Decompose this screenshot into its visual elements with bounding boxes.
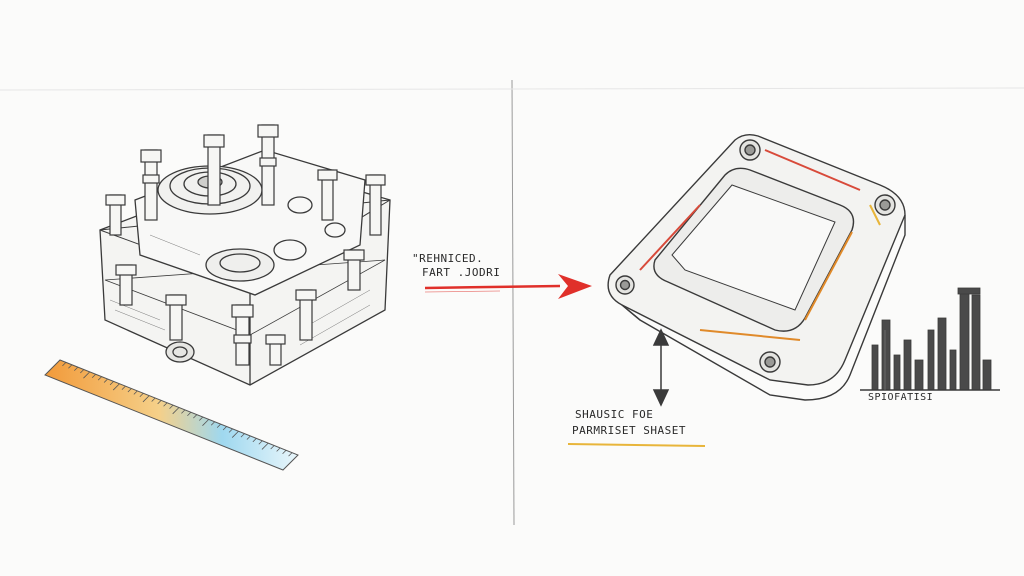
ruler-tick <box>246 435 251 440</box>
ruler-tick <box>127 388 132 393</box>
ruler-tick <box>216 423 221 428</box>
ruler-tick <box>210 421 215 426</box>
ruler-tick <box>103 378 108 383</box>
thickness-dimension-arrow <box>652 328 670 407</box>
arrow-note-line2: FART .JODRI <box>422 266 501 279</box>
ruler-tick <box>240 433 245 438</box>
note-underline <box>567 443 706 447</box>
ruler-tick <box>163 402 168 407</box>
ruler-tick <box>276 447 281 452</box>
ruler-tick <box>261 442 269 450</box>
ruler-tick <box>193 414 198 419</box>
panel-divider <box>511 79 515 526</box>
ruler-tick <box>68 364 73 369</box>
lower-note-line1: SHAUSIC FOE <box>575 408 654 421</box>
ruler-tick <box>258 440 263 445</box>
ruler-tick <box>112 383 120 391</box>
ruler-tick <box>288 452 293 457</box>
ruler-tick <box>199 416 204 421</box>
bolt-studs <box>105 124 386 366</box>
ruler-tick <box>252 438 257 443</box>
transformation-arrow <box>424 274 592 299</box>
ruler-tick <box>187 411 192 417</box>
ruler-tick <box>169 404 174 409</box>
ruler-tick <box>157 400 162 405</box>
ruler-tick <box>109 381 114 386</box>
ruler-tick <box>139 392 144 398</box>
edge-highlights <box>639 149 881 341</box>
ruler-tick <box>97 376 102 381</box>
ruler-tick <box>222 426 227 431</box>
ruler-tick <box>172 407 180 415</box>
ruler-tick <box>91 373 96 379</box>
ruler-tick <box>83 371 91 379</box>
ruler-tick <box>270 445 275 450</box>
ruler-tick <box>282 449 287 455</box>
ruler-tick <box>151 397 156 402</box>
lower-note-line2: PARMRISET SHASET <box>572 424 686 437</box>
arrow-note-line1: "REHNICED. <box>412 252 484 265</box>
ruler-tick <box>74 366 79 371</box>
ruler-tick <box>181 409 186 414</box>
ruler-tick <box>62 362 67 367</box>
profile-label: SPIOFATISI <box>868 392 934 403</box>
ruler-tick <box>133 390 138 395</box>
ruler-tick <box>231 430 239 438</box>
simplified-part-sketch <box>607 133 906 401</box>
ruler-tick <box>142 395 150 403</box>
ruler-tick <box>121 385 126 390</box>
ruler-tick <box>228 428 233 433</box>
profile-silhouette <box>860 287 1000 391</box>
ruler-tick <box>202 419 210 426</box>
ruler-tick <box>80 369 85 374</box>
measuring-ruler <box>44 359 299 471</box>
